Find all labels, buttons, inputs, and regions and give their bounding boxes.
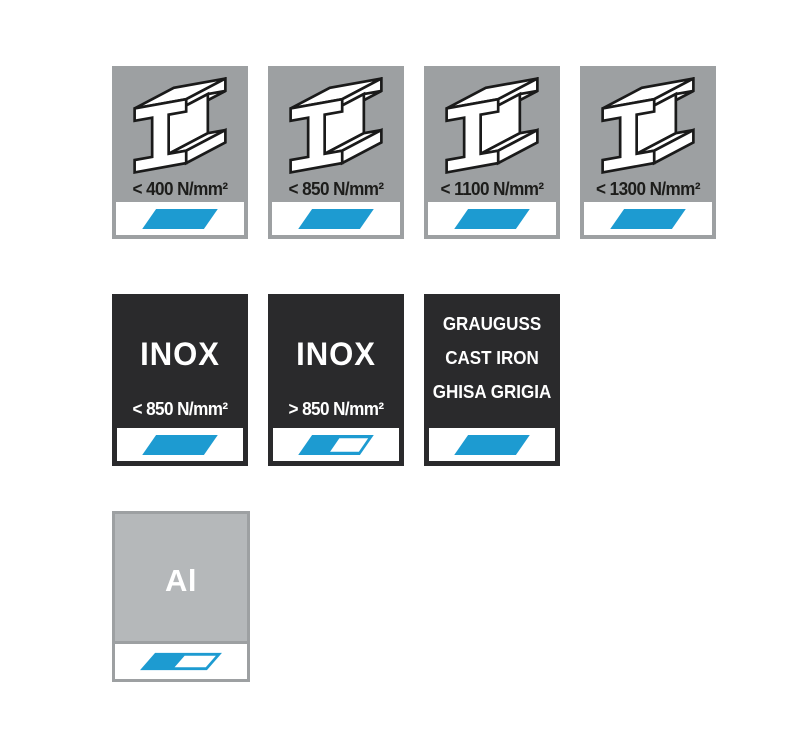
material-tile-inox-gt850: INOX > 850 N/mm²	[268, 294, 404, 466]
tensile-strength-label: < 400 N/mm²	[132, 179, 229, 199]
i-beam-icon	[424, 66, 560, 179]
split-parallelogram-icon	[140, 652, 222, 671]
marker-strip	[117, 428, 243, 461]
cast-iron-line-de: GRAUGUSS	[442, 313, 542, 334]
solid-parallelogram-icon	[142, 208, 218, 229]
i-beam-icon	[580, 66, 716, 179]
marker-strip	[273, 428, 399, 461]
solid-parallelogram-icon	[298, 208, 374, 229]
material-tile-steel-1300: < 1300 N/mm²	[580, 66, 716, 239]
solid-parallelogram-icon	[454, 208, 530, 229]
cast-iron-line-it: GHISA GRIGIA	[432, 381, 552, 402]
aluminium-body: Al	[115, 514, 247, 644]
solid-parallelogram-icon	[610, 208, 686, 229]
material-tile-steel-850: < 850 N/mm²	[268, 66, 404, 239]
material-tile-aluminium: Al	[112, 511, 250, 682]
cast-iron-labels: GRAUGUSS CAST IRON GHISA GRIGIA	[424, 307, 560, 409]
tensile-strength-label: > 850 N/mm²	[288, 399, 385, 419]
material-tile-cast-iron: GRAUGUSS CAST IRON GHISA GRIGIA	[424, 294, 560, 466]
material-tile-steel-1100: < 1100 N/mm²	[424, 66, 560, 239]
marker-strip	[428, 202, 556, 235]
marker-strip	[115, 644, 247, 679]
material-tile-inox-lt850: INOX < 850 N/mm²	[112, 294, 248, 466]
cast-iron-line-en: CAST IRON	[445, 347, 539, 368]
marker-strip	[272, 202, 400, 235]
i-beam-icon	[268, 66, 404, 179]
aluminium-label: Al	[165, 562, 197, 598]
tensile-strength-label: < 850 N/mm²	[132, 399, 229, 419]
solid-parallelogram-icon	[142, 434, 218, 455]
solid-parallelogram-icon	[454, 434, 530, 455]
material-tile-steel-400: < 400 N/mm²	[112, 66, 248, 239]
marker-strip	[584, 202, 712, 235]
split-parallelogram-icon	[298, 434, 374, 455]
marker-strip	[429, 428, 555, 461]
marker-strip	[116, 202, 244, 235]
tensile-strength-label: < 1300 N/mm²	[596, 179, 700, 199]
inox-title: INOX	[296, 336, 376, 372]
inox-title: INOX	[140, 336, 220, 372]
tensile-strength-label: < 850 N/mm²	[288, 179, 385, 199]
tensile-strength-label: < 1100 N/mm²	[440, 179, 545, 199]
i-beam-icon	[112, 66, 248, 179]
